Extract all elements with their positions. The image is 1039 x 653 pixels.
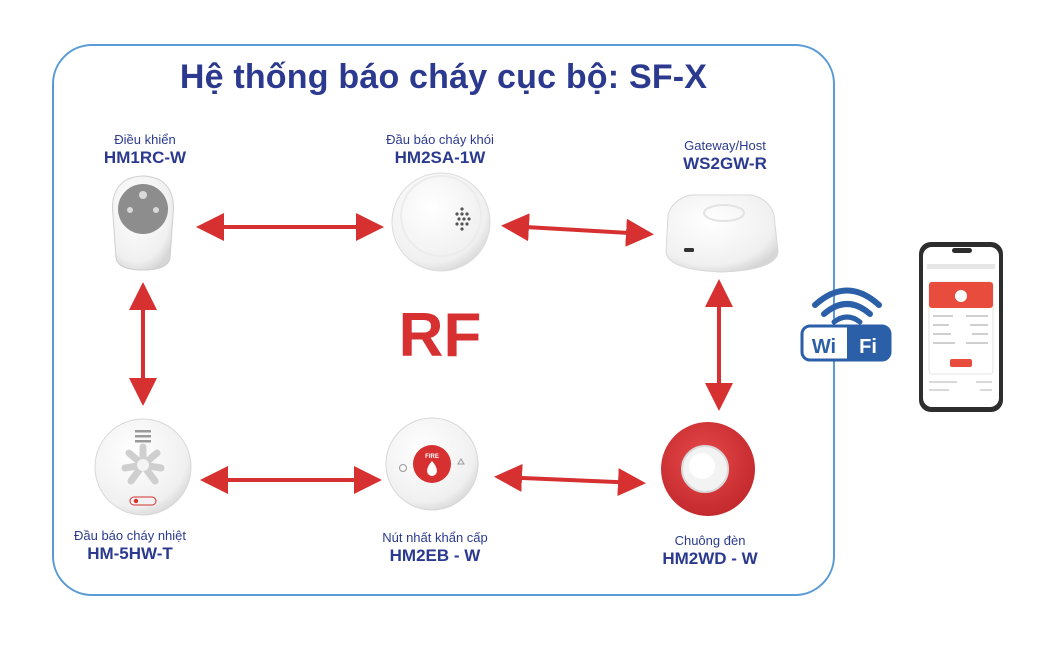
- gateway-model: WS2GW-R: [683, 154, 767, 173]
- wifi-wave-outer: [812, 287, 882, 308]
- wifi-wave-inner: [831, 314, 863, 325]
- gateway-device: [665, 194, 779, 273]
- heat-model: HM-5HW-T: [87, 544, 173, 563]
- button-device: FIRE: [385, 417, 479, 511]
- siren-label: Chuông đèn HM2WD - W: [625, 533, 795, 569]
- heat-device: [94, 418, 192, 516]
- button-model: HM2EB - W: [389, 546, 481, 565]
- button-name: Nút nhất khẩn cấp: [382, 530, 488, 545]
- wifi-logo: Wi Fi: [800, 287, 892, 362]
- smartphone: [919, 242, 1003, 412]
- arrow-button-siren: [494, 463, 646, 497]
- smoke-device: [391, 172, 491, 272]
- heat-name: Đầu báo cháy nhiệt: [73, 528, 187, 543]
- rf-label: RF: [398, 301, 482, 370]
- wifi-text-right: Fi: [859, 336, 877, 358]
- siren-model: HM2WD - W: [662, 549, 758, 568]
- arrow-smoke-gateway: [501, 213, 654, 247]
- remote-model: HM1RC-W: [103, 148, 187, 167]
- diagram-title: Hệ thống báo cháy cục bộ: SF-X: [179, 58, 708, 96]
- smoke-model: HM2SA-1W: [394, 148, 486, 167]
- gateway-name: Gateway/Host: [684, 138, 766, 153]
- wifi-wave-middle: [821, 301, 873, 317]
- heat-label: Đầu báo cháy nhiệt HM-5HW-T: [50, 528, 210, 564]
- button-device-text: FIRE: [425, 454, 439, 460]
- siren-name: Chuông đèn: [674, 533, 746, 548]
- gateway-label: Gateway/Host WS2GW-R: [640, 138, 810, 174]
- smoke-label: Đầu báo cháy khói HM2SA-1W: [345, 132, 535, 168]
- remote-device: [112, 175, 174, 271]
- siren-device: [661, 422, 755, 516]
- button-label: Nút nhất khẩn cấp HM2EB - W: [350, 530, 520, 566]
- remote-label: Điều khiển HM1RC-W: [60, 132, 230, 168]
- remote-name: Điều khiển: [114, 132, 176, 147]
- wifi-text-left: Wi: [812, 336, 836, 358]
- smoke-name: Đầu báo cháy khói: [386, 132, 494, 147]
